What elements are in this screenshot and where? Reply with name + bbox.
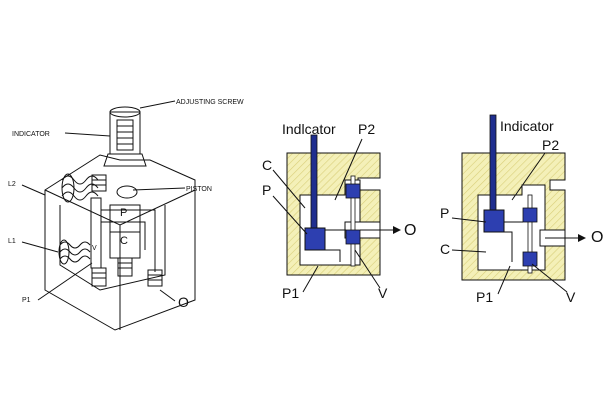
valve-stem-a [350, 175, 356, 267]
label-c: C [120, 235, 128, 247]
spool-lower-a [345, 229, 361, 245]
leader-indicator [64, 132, 111, 137]
label-p1: P1 [22, 297, 31, 304]
section-view-a: Indlcator P2 C P P1 V O [262, 121, 416, 301]
fitting-top-left [91, 174, 107, 192]
label-adjusting-screw: ADJUSTING SCREW [176, 99, 244, 106]
indicator-rod-b [489, 114, 497, 216]
leader-p1-a [302, 265, 319, 293]
piston-rod [90, 197, 102, 269]
leader-p1-b [497, 265, 511, 295]
label-p2-a: P2 [358, 121, 375, 137]
label-p1-b: P1 [476, 289, 493, 305]
label-v-b: V [566, 289, 576, 305]
label-indicator-a: Indlcator [282, 121, 336, 137]
label-indicator: INDICATOR [12, 131, 50, 138]
label-p-b: P [440, 205, 449, 221]
leader-piston [132, 187, 186, 191]
label-o-b: O [591, 229, 603, 246]
spool-upper-b [522, 207, 538, 223]
fitting-bottom-left [91, 267, 107, 287]
piston-cap [116, 185, 138, 199]
leader-adjusting-screw [139, 100, 176, 109]
label-c-b: C [440, 241, 450, 257]
leader-p-b [451, 217, 487, 223]
valve-stem-b [527, 194, 533, 274]
label-p: P [120, 207, 127, 219]
leader-l1 [21, 241, 59, 253]
label-v-a: V [378, 285, 388, 301]
leader-p-a [272, 195, 308, 235]
channel-c [101, 221, 146, 250]
leader-p2-a [334, 138, 363, 201]
label-p2-b: P2 [542, 137, 559, 153]
label-indicator-b: Indicator [500, 118, 554, 134]
chamber-c [109, 231, 141, 259]
spool-upper-a [345, 183, 361, 199]
indicator-rod-a [310, 134, 318, 231]
piston-b [483, 209, 505, 233]
label-p1-a: P1 [282, 285, 299, 301]
leader-c-b [451, 249, 487, 253]
label-l1: L1 [8, 238, 16, 245]
label-c-a: C [262, 157, 272, 173]
passage-a2 [325, 249, 341, 262]
spool-lower-b [522, 251, 538, 267]
label-o-a: O [404, 222, 416, 239]
passage-b2 [504, 231, 513, 262]
label-l2: L2 [8, 181, 16, 188]
adjusting-screw [103, 106, 147, 167]
isometric-view: ADJUSTING SCREW INDICATOR PISTON L2 L1 P… [8, 99, 244, 331]
piston-a [304, 227, 326, 251]
section-view-b: Indicator P2 P C P1 V O [440, 114, 603, 305]
label-v: V [92, 245, 97, 252]
leader-l2 [21, 184, 46, 196]
label-p-a: P [262, 182, 271, 198]
label-o: O [178, 294, 189, 310]
label-piston: PISTON [186, 186, 212, 193]
leader-p2-b [511, 152, 546, 201]
leader-p1 [37, 262, 93, 301]
leader-o [159, 289, 176, 302]
spring-l1 [58, 239, 91, 265]
leader-c-a [272, 169, 306, 209]
leader-v-a [354, 249, 381, 289]
channel-p [101, 209, 156, 272]
leader-v-b [531, 263, 568, 293]
